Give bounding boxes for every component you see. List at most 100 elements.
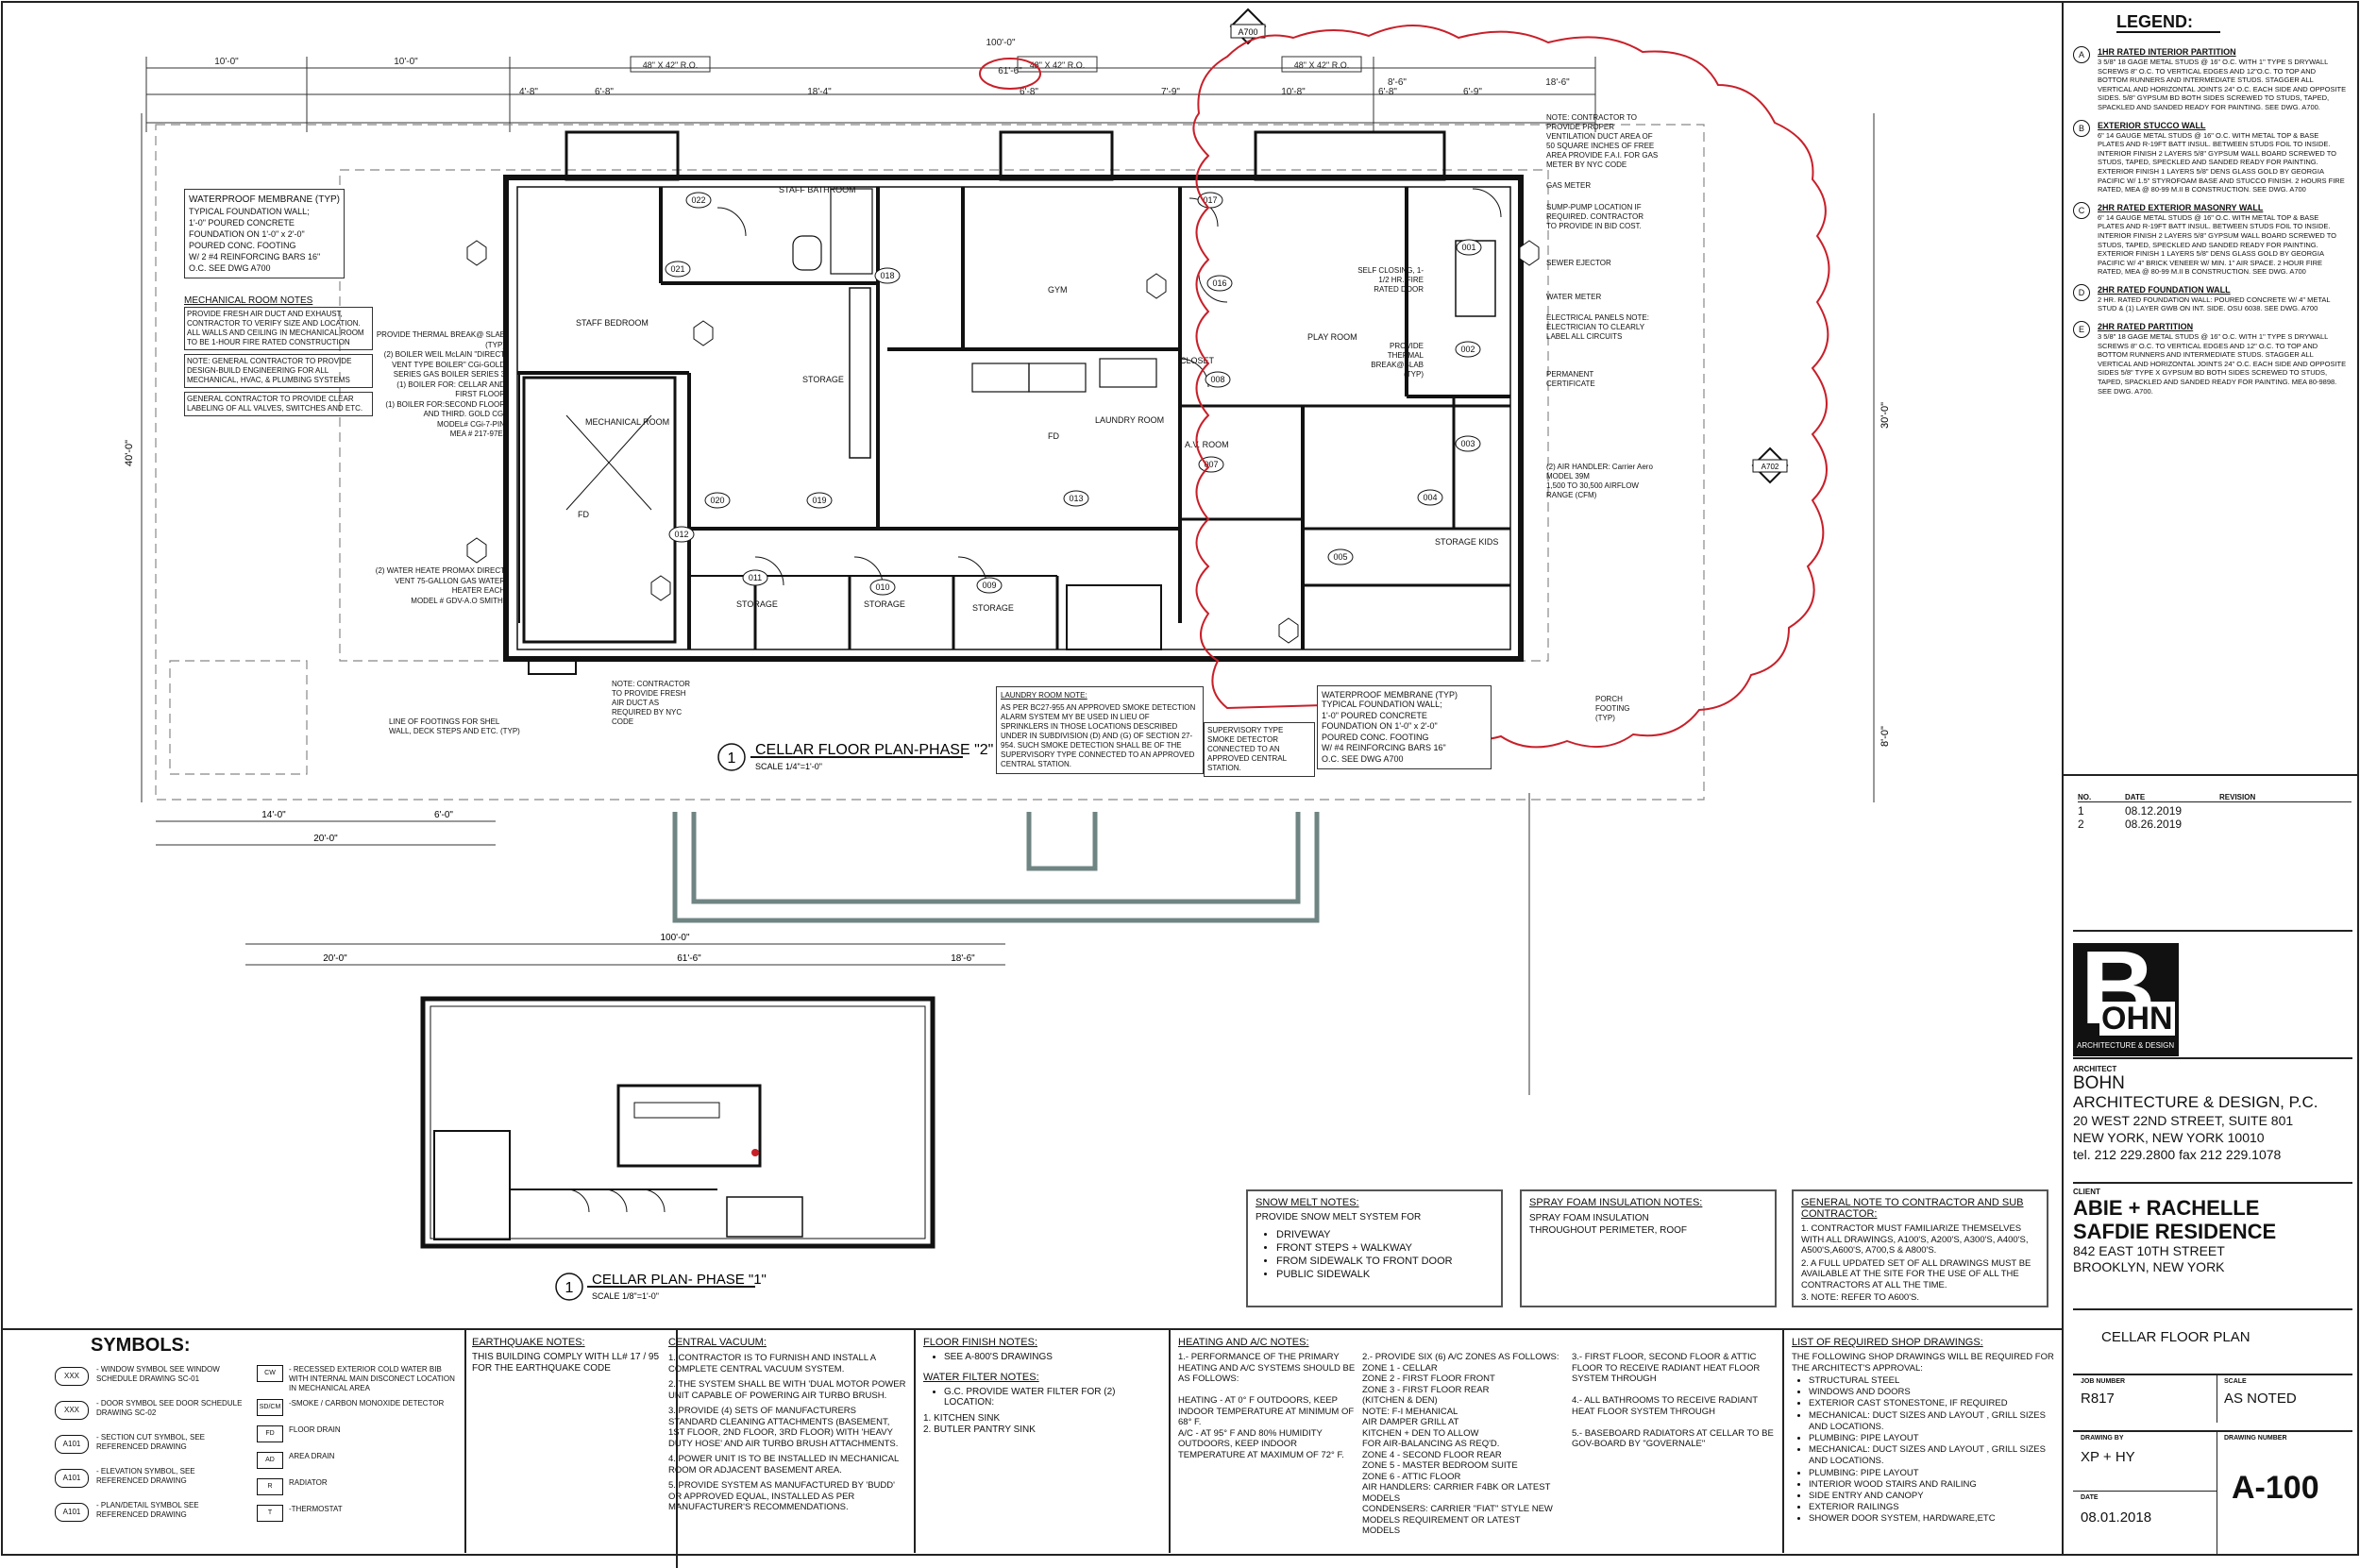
door-tag-018: 018 [874,267,901,284]
symbol-text: RADIATOR [289,1478,328,1487]
floor-finish-water-notes: FLOOR FINISH NOTES: SEE A-800'S DRAWINGS… [916,1329,1171,1553]
shop-drawing-item: SIDE ENTRY AND CANOPY [1809,1491,2055,1502]
note-sewer: SEWER EJECTOR [1546,259,1611,267]
symbol-row: A101- PLAN/DETAIL SYMBOL SEE REFERENCED … [55,1501,244,1529]
symbol-text: - ELEVATION SYMBOL, SEE REFERENCED DRAWI… [96,1467,195,1485]
window-size-1: 48" X 42" R.O. [643,60,698,70]
symbol-text: - PLAN/DETAIL SYMBOL SEE REFERENCED DRAW… [96,1501,199,1519]
svg-text:002: 002 [1460,345,1475,354]
dim-top-l: 6'-8" [1378,87,1397,97]
shop-drawing-item: WINDOWS AND DOORS [1809,1387,2055,1398]
symbol-text: - SECTION CUT SYMBOL, SEE REFERENCED DRA… [96,1433,205,1451]
shop-drawing-item: MECHANICAL: DUCT SIZES AND LAYOUT , GRIL… [1809,1410,2055,1433]
vacuum-item: 3. PROVIDE (4) SETS OF MANUFACTURERS STA… [668,1406,899,1449]
shop-drawings-notes: LIST OF REQUIRED SHOP DRAWINGS: THE FOLL… [1784,1329,2063,1553]
room-staff-bedroom: STAFF BEDROOM [576,318,649,328]
dim-top-g: 18'-4" [807,87,832,97]
shop-drawing-item: PLUMBING: PIPE LAYOUT [1809,1468,2055,1479]
svg-text:009: 009 [982,581,996,590]
central-vacuum-notes: CENTRAL VACUUM: 1. CONTRACTOR IS TO FURN… [661,1329,916,1553]
room-laundry: LAUNDRY ROOM [1095,415,1164,425]
svg-text:010: 010 [875,582,889,592]
note-water-heater: (2) WATER HEATE PROMAX DIRECT VENT 75-GA… [375,566,505,605]
symbol-row: XXX- DOOR SYMBOL SEE DOOR SCHEDULE DRAWI… [55,1399,244,1427]
p1-dim-a: 20'-0" [323,953,347,964]
shop-drawing-item: EXTERIOR CAST STONESTONE, IF REQUIRED [1809,1398,2055,1409]
sheet-title: CELLAR FLOOR PLAN [2101,1329,2250,1345]
dim-top-j: 7'-9" [1161,87,1180,97]
dim-top-i: 6'-8" [1020,87,1038,97]
door-tag-007: 007 [1198,456,1224,473]
floor-drain-1: FD [1048,431,1059,441]
svg-text:A700: A700 [1238,27,1257,37]
legend-item-text: 6" 14 GAUGE METAL STUDS @ 16" O.C. WITH … [2098,130,2345,194]
general-item: 2. A FULL UPDATED SET OF ALL DRAWINGS MU… [1801,1257,2031,1290]
svg-text:011: 011 [749,573,762,582]
symbol-icon: T [257,1505,283,1522]
symbol-row: A101- SECTION CUT SYMBOL, SEE REFERENCED… [55,1433,244,1461]
symbol-icon: A101 [55,1469,89,1488]
svg-text:004: 004 [1423,493,1437,502]
note-self-closing: SELF CLOSING, 1-1/2 HR. FIRE RATED DOOR [1357,266,1424,294]
rev-head-date: DATE [2125,793,2219,802]
water-filter-location: 1. KITCHEN SINK [923,1413,1001,1424]
symbol-text: FLOOR DRAIN [289,1425,341,1434]
symbol-icon: XXX [55,1367,89,1386]
symbol-text: - RECESSED EXTERIOR COLD WATER BIB WITH … [289,1365,455,1392]
door-tag-013: 013 [1063,490,1089,507]
water-filter-location: 2. BUTLER PANTRY SINK [923,1425,1036,1435]
door-tag-022: 022 [685,192,712,209]
wall-type-hex-icon: C [2073,201,2090,219]
section-marker-top: A700 [1229,8,1267,45]
legend-item-title: 2HR RATED FOUNDATION WALL [2098,284,2231,295]
svg-text:SCALE 1/4"=1'-0": SCALE 1/4"=1'-0" [755,762,822,771]
room-closet: CLOSET [1180,356,1215,365]
dim-bottom-b: 6'-0" [434,810,453,820]
svg-text:CELLAR FLOOR PLAN-PHASE "2": CELLAR FLOOR PLAN-PHASE "2" [755,742,993,758]
client-address-1: 842 EAST 10TH STREET [2073,1243,2225,1258]
svg-text:SCALE 1/8"=1'-0": SCALE 1/8"=1'-0" [592,1291,659,1301]
note-footings: LINE OF FOOTINGS FOR SHEL WALL, DECK STE… [389,717,520,735]
logo-block: B OHN ARCHITECTURE & DESIGN [2073,930,2352,1078]
note-air-handler: (2) AIR HANDLER: Carrier Aero MODEL 39M … [1546,463,1653,499]
symbols-block: SYMBOLS: XXX- WINDOW SYMBOL SEE WINDOW S… [2,1329,466,1553]
door-tag-001: 001 [1456,239,1482,256]
bottom-notes-strip: SYMBOLS: XXX- WINDOW SYMBOL SEE WINDOW S… [2,1329,2063,1568]
symbol-icon: CW [257,1365,283,1382]
revision-block: NO. DATE REVISION 1 08.12.2019 2 08.26.2… [2063,774,2358,927]
note-mechanical: MECHANICAL ROOM NOTES PROVIDE FRESH AIR … [184,295,373,416]
door-tag-002: 002 [1455,341,1481,358]
spray-foam-notes: SPRAY FOAM INSULATION NOTES: SPRAY FOAM … [1520,1189,1777,1307]
wall-type-hex-icon: B [2073,119,2090,137]
dim-top-c: 8'-6" [1388,77,1407,88]
note-thermal-right: PROVIDE THERMAL BREAK@SLAB (TYP) [1371,342,1424,379]
room-gym: GYM [1048,285,1068,295]
dim-top-f: 6'-8" [595,87,614,97]
legend-item-text: 3 5/8" 18 GAGE METAL STUDS @ 16" O.C. WI… [2098,58,2347,111]
legend-item-text: 3 5/8" 18 GAGE METAL STUDS @ 16" O.C. WI… [2098,332,2347,396]
vacuum-item: 4. POWER UNIT IS TO BE INSTALLED IN MECH… [668,1454,899,1475]
vacuum-item: 2. THE SYSTEM SHALL BE WITH 'DUAL MOTOR … [668,1379,906,1401]
dim-right-main: 30'-0" [1880,402,1891,429]
snow-item: FRONT STEPS + WALKWAY [1276,1241,1493,1255]
note-waterproof-left: WATERPROOF MEMBRANE (TYP) TYPICAL FOUNDA… [184,189,345,278]
architect-address-2: NEW YORK, NEW YORK 10010 [2073,1130,2265,1145]
svg-text:001: 001 [1461,243,1475,252]
note-porch: PORCH FOOTING (TYP) [1595,695,1630,722]
room-play-room: PLAY ROOM [1307,332,1357,342]
svg-text:008: 008 [1210,375,1224,384]
wall-type-hex-icon: A [2073,46,2090,63]
symbol-text: - WINDOW SYMBOL SEE WINDOW SCHEDULE DRAW… [96,1365,220,1383]
job-number: R817 [2081,1391,2115,1407]
legend-item-title: 2HR RATED EXTERIOR MASONRY WALL [2098,202,2264,212]
room-storage-1: STORAGE [802,375,844,384]
svg-text:CELLAR PLAN- PHASE "1": CELLAR PLAN- PHASE "1" [592,1272,767,1288]
vacuum-item: 1. CONTRACTOR IS TO FURNISH AND INSTALL … [668,1353,876,1374]
phase1-plan [420,996,936,1249]
symbol-row: T-THERMOSTAT [257,1505,460,1526]
door-tag-008: 008 [1205,371,1231,388]
room-storage-kids: STORAGE KIDS [1435,537,1498,547]
